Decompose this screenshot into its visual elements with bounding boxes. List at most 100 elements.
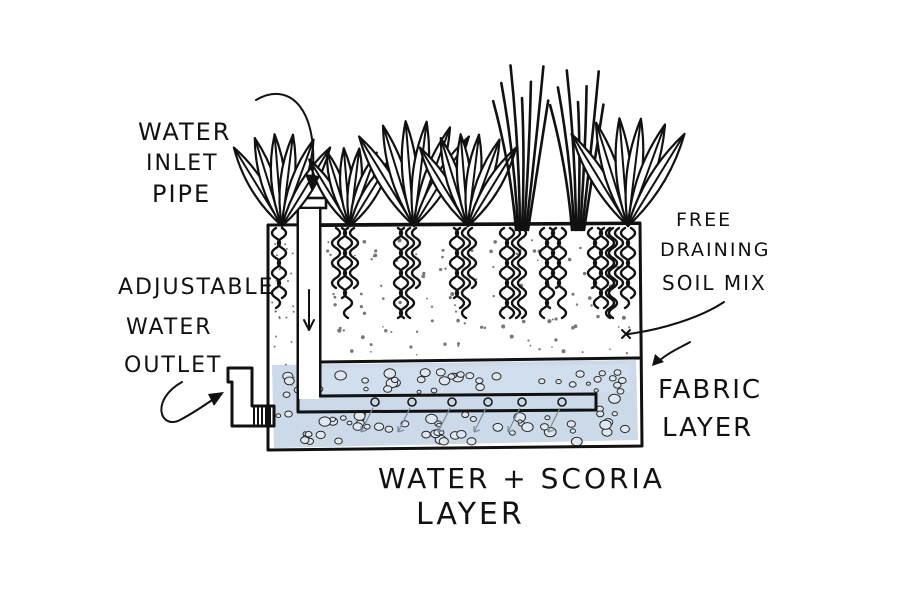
root-strand	[556, 226, 568, 320]
soil-speck	[284, 243, 287, 246]
soil-speck	[292, 310, 295, 313]
scoria-pebble-icon	[538, 378, 546, 385]
scoria-pebble-icon	[544, 415, 551, 421]
scoria-pebble-icon	[466, 437, 477, 446]
soil-speck	[588, 296, 592, 300]
plant-icon	[418, 133, 518, 228]
water-inlet-pipe	[294, 196, 598, 414]
labels: WATER INLET PIPE ADJUSTABLE WATER OUTLET…	[118, 118, 770, 532]
scoria-pebble-icon	[613, 369, 622, 376]
root-strand	[410, 226, 422, 290]
scoria-pebble-icon	[438, 376, 451, 386]
soil-speck	[441, 255, 444, 259]
scoria-pebble-icon	[569, 428, 577, 434]
root-strand	[342, 226, 354, 320]
soil-speck	[291, 252, 294, 255]
pipe-perforations	[360, 397, 567, 433]
inlet-label-line1: WATER	[138, 118, 231, 146]
scoria-pebble-icon	[421, 430, 431, 439]
fabric-line	[318, 356, 642, 364]
soil-speck	[551, 346, 553, 348]
soil-speck	[338, 326, 342, 330]
pointer-arrows	[160, 93, 725, 423]
soil-speck	[547, 319, 552, 324]
scoria-pebble-icon	[620, 424, 630, 434]
scoria-pebble-icon	[599, 419, 612, 430]
outlet-pointer-arrow-icon	[160, 381, 216, 423]
soil-top-line	[319, 223, 641, 227]
scoria-pebble-icon	[461, 411, 470, 419]
soil-speck	[492, 265, 495, 269]
water-label-line1: WATER + SCORIA	[378, 462, 665, 495]
scoria-pebble-icon	[416, 376, 426, 384]
soil-speck	[397, 238, 402, 243]
soil-speck	[290, 272, 293, 275]
soil-speck	[415, 354, 418, 356]
root-strand	[398, 226, 410, 320]
soil-speck	[329, 253, 332, 257]
soil-speck	[596, 314, 600, 319]
soil-speck	[370, 350, 372, 353]
plant-icon	[308, 147, 392, 228]
soil-speck	[492, 294, 495, 298]
soil-speck	[536, 259, 539, 262]
soil-speck	[274, 310, 277, 313]
soil-speck	[274, 243, 277, 245]
scoria-pebble-icon	[540, 423, 549, 431]
scoria-pebble-icon	[566, 420, 576, 428]
seep-arrow-icon	[397, 407, 411, 433]
soil-speck	[287, 280, 289, 282]
soil-speck	[333, 295, 337, 299]
scoria-pebble-icon	[383, 368, 397, 379]
soil-speck	[374, 249, 378, 253]
soil-speck	[421, 274, 426, 279]
soil-speck	[581, 351, 584, 354]
grass-blade	[526, 99, 550, 232]
soil-speck	[426, 297, 428, 300]
soil-speck	[342, 329, 345, 332]
scoria-pebble-icon	[416, 389, 422, 394]
soil-speck	[290, 383, 293, 386]
soil-speck	[575, 303, 579, 306]
scoria-pebble-icon	[425, 413, 438, 425]
root-strand	[498, 226, 510, 320]
scoria-pebble-icon	[318, 416, 332, 427]
root-strand	[404, 226, 416, 320]
inlet-pipe-body	[296, 206, 598, 414]
soil-speck	[430, 319, 434, 323]
soil-speck	[354, 254, 356, 257]
soil-speck	[489, 249, 493, 254]
soil-label-line2: DRAINING	[660, 239, 770, 261]
soil-speck	[529, 344, 532, 347]
scoria-pebble-icon	[475, 383, 485, 392]
soil-speck	[415, 253, 418, 256]
scoria-pebble-icon	[593, 375, 602, 383]
grass-blade	[522, 80, 533, 232]
soil-speck	[463, 322, 466, 325]
soil-speck	[286, 376, 289, 379]
fabric-label-line2: LAYER	[662, 413, 753, 443]
soil-speck	[444, 267, 447, 270]
root-strand	[348, 226, 360, 290]
grass-blade	[565, 69, 578, 232]
soil-speck	[454, 310, 458, 313]
outlet-label-line2: WATER	[126, 315, 213, 340]
root-strand	[448, 226, 460, 300]
scoria-pebble-icon	[585, 381, 591, 386]
scoria-pebble-icon	[618, 377, 627, 384]
grass-plant-icon	[548, 69, 605, 232]
scoria-pebble-icon	[361, 377, 369, 384]
soil-speck	[571, 326, 575, 330]
scoria-pebble-icon	[346, 420, 353, 426]
adjustable-water-outlet	[226, 366, 276, 428]
soil-speck	[278, 316, 281, 318]
scoria-pebble-icon	[383, 385, 393, 393]
leaf-vein	[281, 146, 332, 227]
inlet-pointer-arrowhead-icon	[305, 174, 320, 192]
water-label-line2: LAYER	[416, 497, 525, 532]
soil-speck	[493, 240, 498, 244]
inlet-label-line2: INLET	[146, 151, 219, 176]
soil-speck	[430, 305, 434, 308]
scoria-pebble-icon	[465, 372, 475, 380]
soil-speck	[582, 271, 587, 276]
